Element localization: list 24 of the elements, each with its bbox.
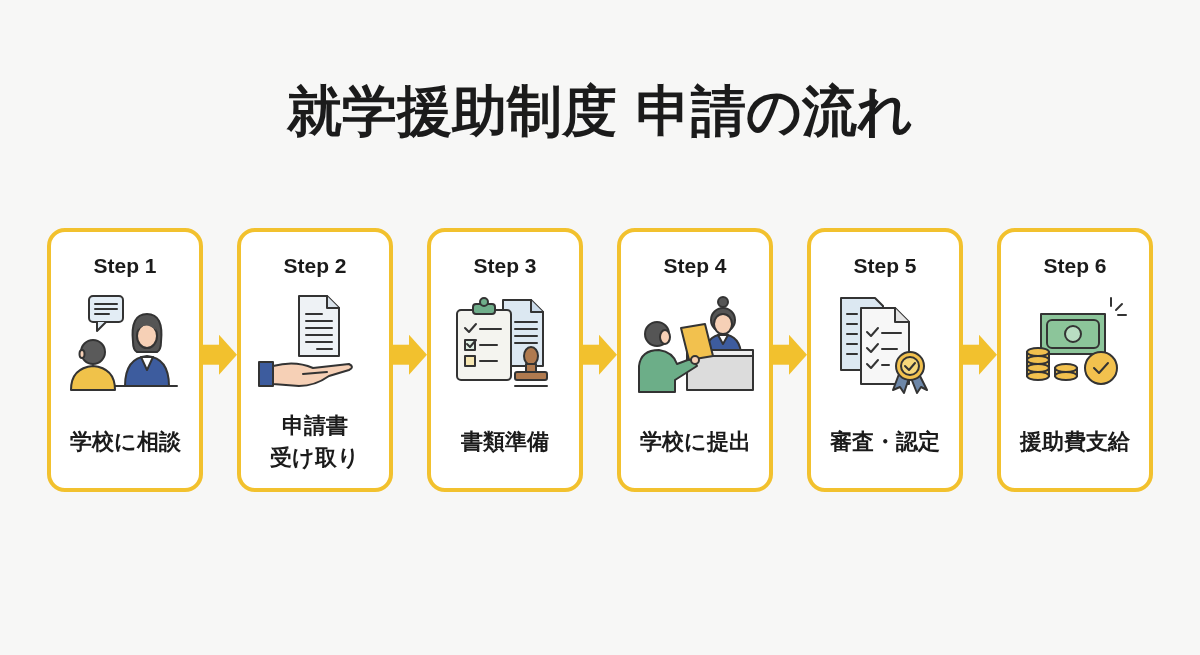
- arrow: [583, 334, 617, 375]
- step-text: 申請書受け取り: [270, 412, 360, 472]
- step-text: 学校に提出: [639, 428, 751, 456]
- step-text: 審査・認定: [830, 428, 940, 456]
- step-card: [617, 228, 773, 492]
- step-card: [997, 228, 1153, 492]
- step-text: 学校に相談: [69, 428, 181, 456]
- step-label: Step 5: [853, 253, 917, 279]
- title: 就学援助制度 申請の流れ: [286, 78, 914, 145]
- arrow: [393, 334, 427, 375]
- step-card: [427, 228, 583, 492]
- step-label: Step 3: [473, 253, 537, 279]
- step-card: [237, 228, 393, 492]
- arrow: [963, 334, 997, 375]
- arrow: [773, 334, 807, 375]
- step-text: 書類準備: [461, 428, 549, 456]
- step-card: [807, 228, 963, 492]
- step-label: Step 6: [1043, 253, 1107, 279]
- step-label: Step 1: [93, 253, 157, 279]
- step-card: [47, 228, 203, 492]
- arrow: [203, 334, 237, 375]
- step-label: Step 2: [283, 253, 347, 279]
- step-label: Step 4: [663, 253, 727, 279]
- step-text: 援助費支給: [1020, 428, 1130, 456]
